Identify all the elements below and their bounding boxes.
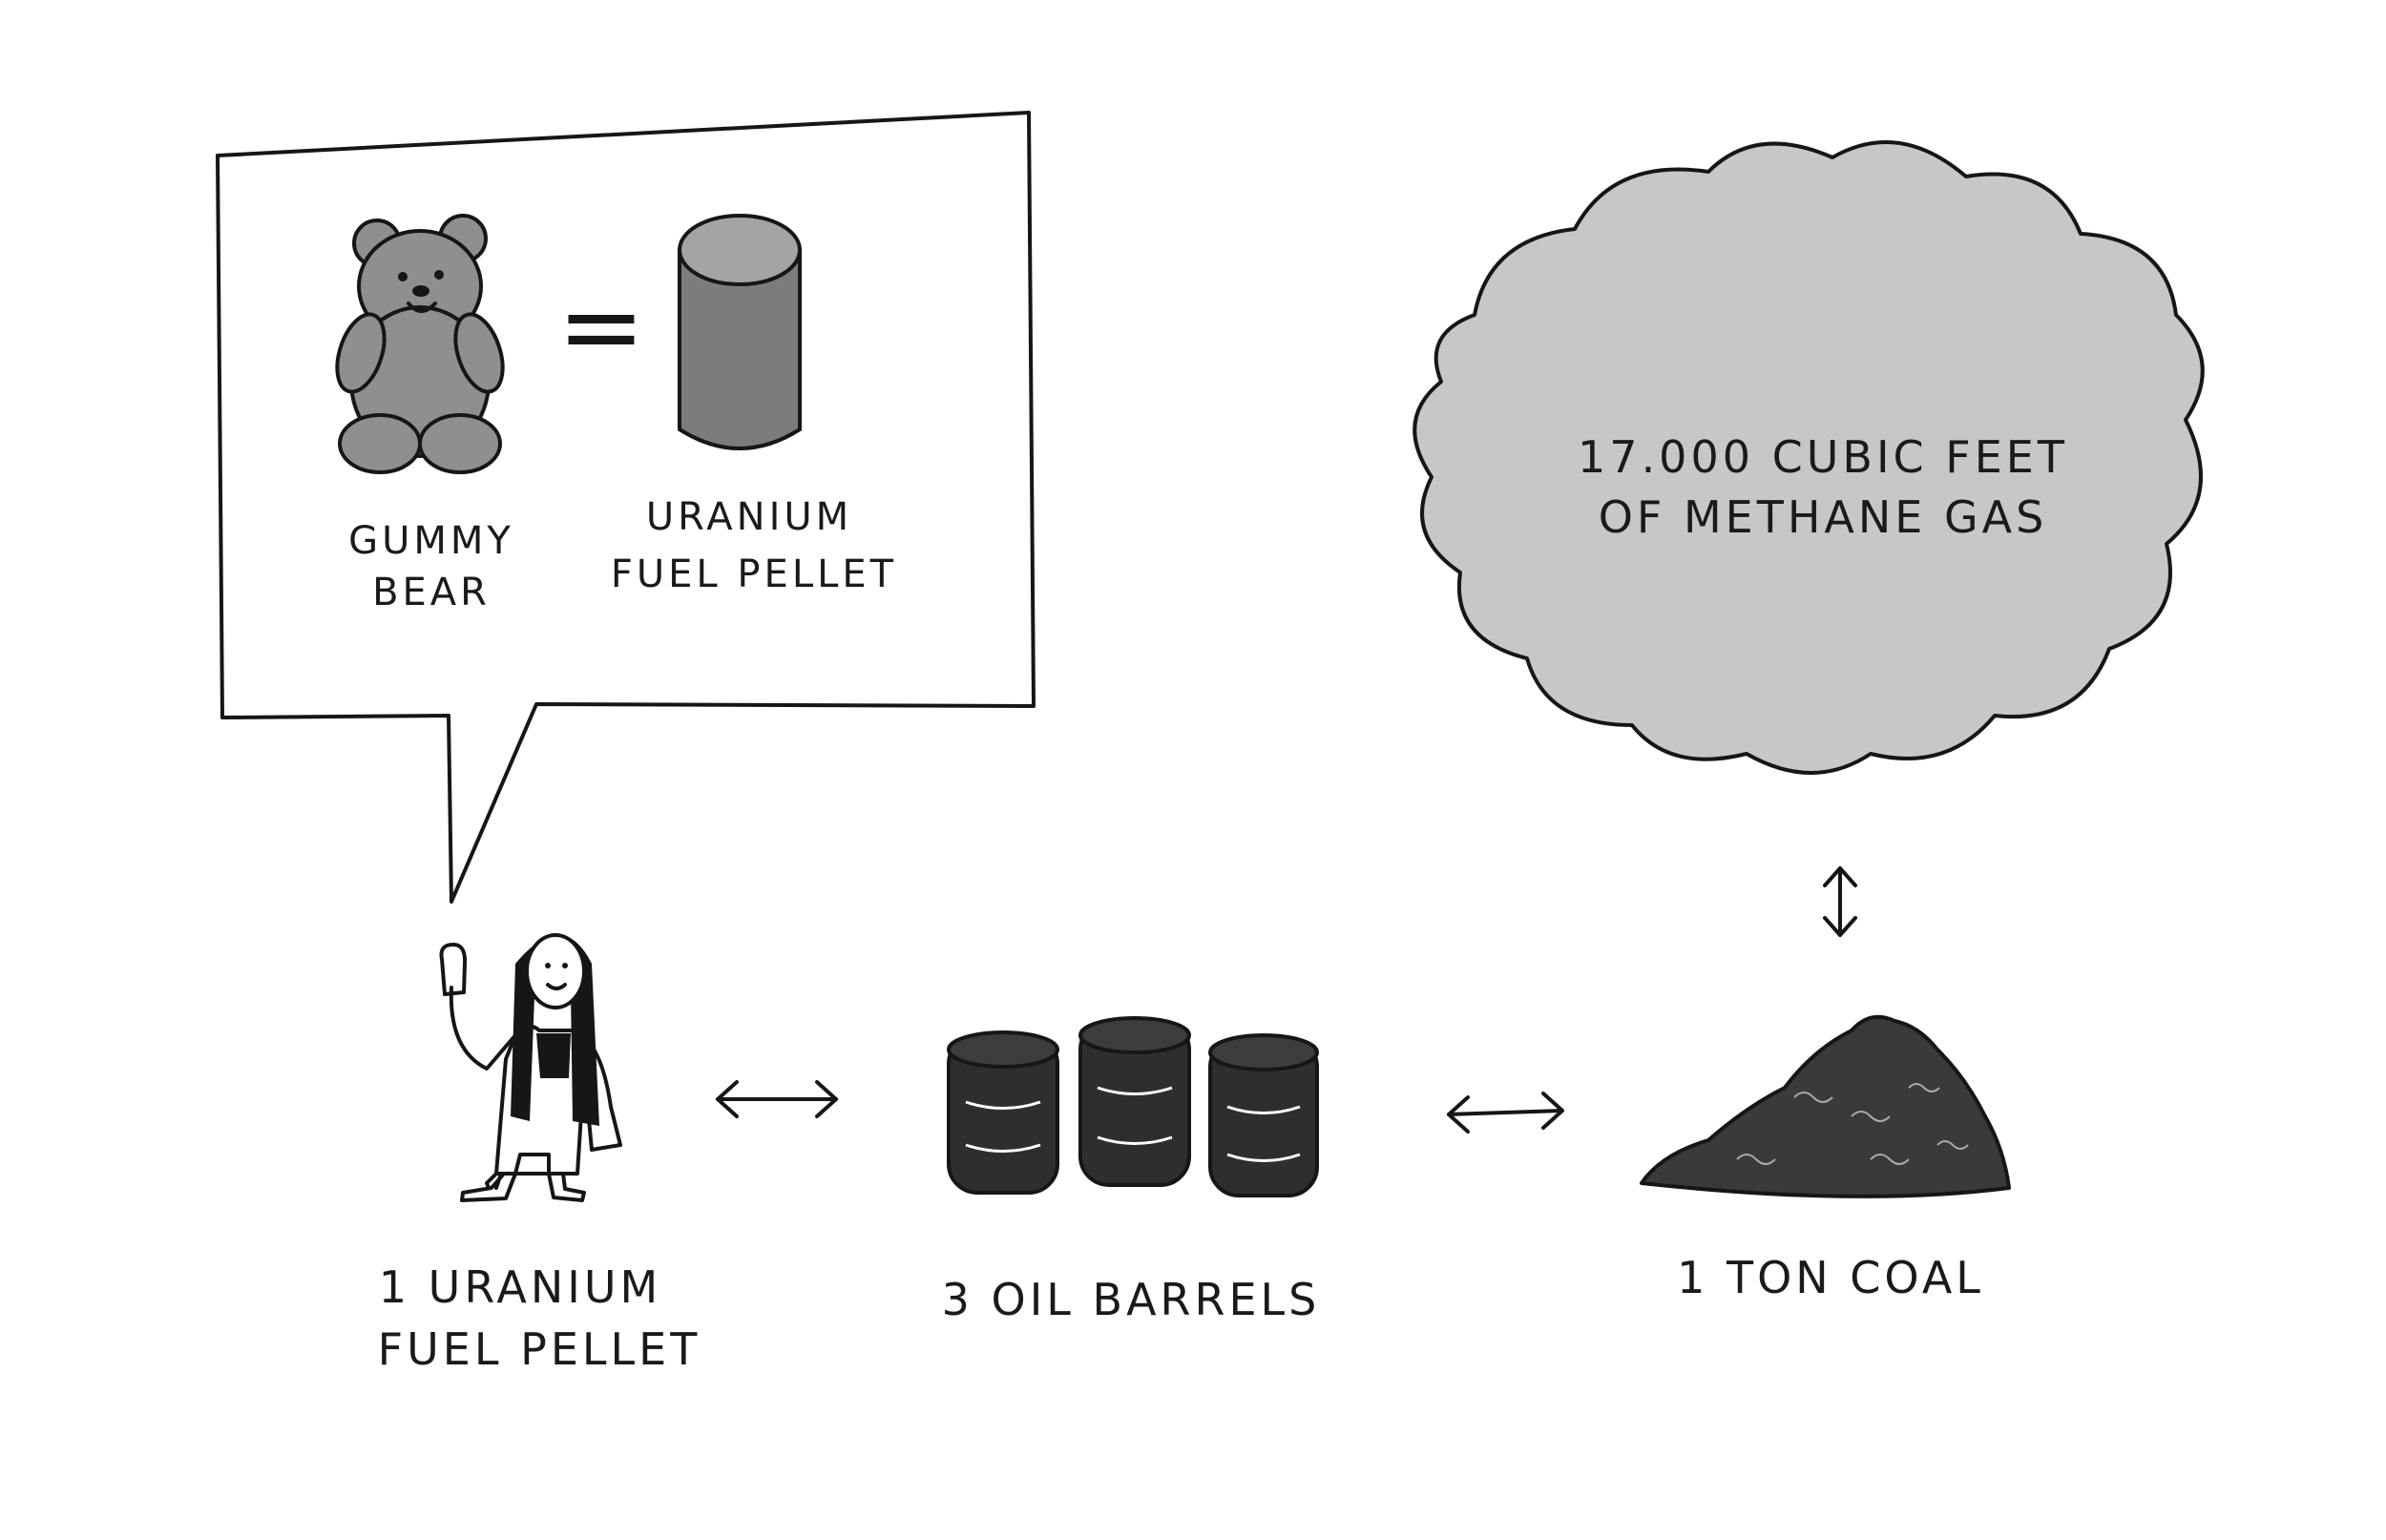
uranium-oil-arrow-icon [718, 1082, 836, 1116]
oil-barrel-1 [949, 1032, 1057, 1193]
uranium-label-line2: FUEL PELLET [378, 1323, 701, 1375]
gummy-bear-label: GUMMY BEAR [348, 519, 514, 614]
gummy-bear-label-line1: GUMMY [348, 519, 514, 563]
gummy-bear-label-line2: BEAR [372, 571, 491, 614]
oil-barrel-2 [1080, 1018, 1189, 1185]
coal-pile-icon [1642, 1017, 2009, 1197]
uranium-pellet-icon [680, 216, 800, 448]
speech-bubble [218, 113, 1034, 902]
cloud-label-line2: OF METHANE GAS [1599, 491, 2048, 543]
oil-barrel-3 [1210, 1035, 1317, 1196]
methane-cloud: 17.000 CUBIC FEET OF METHANE GAS [1414, 142, 2203, 773]
gummy-bear-icon [328, 216, 512, 472]
coal-label: 1 TON COAL [1677, 1252, 1984, 1303]
pellet-label-line2: FUEL PELLET [611, 552, 897, 596]
oil-barrels-label: 3 OIL BARRELS [942, 1274, 1321, 1325]
oil-coal-arrow-icon [1449, 1093, 1562, 1132]
cloud-label-line1: 17.000 CUBIC FEET [1578, 431, 2068, 483]
oil-barrels-icon [949, 1018, 1317, 1196]
pellet-label: URANIUM FUEL PELLET [611, 495, 897, 596]
pellet-label-line1: URANIUM [646, 495, 852, 539]
equals-sign: = [557, 265, 645, 387]
scientist-figure-icon [442, 935, 621, 1200]
cloud-coal-arrow-icon [1825, 868, 1855, 935]
uranium-label-line1: 1 URANIUM [379, 1261, 661, 1313]
